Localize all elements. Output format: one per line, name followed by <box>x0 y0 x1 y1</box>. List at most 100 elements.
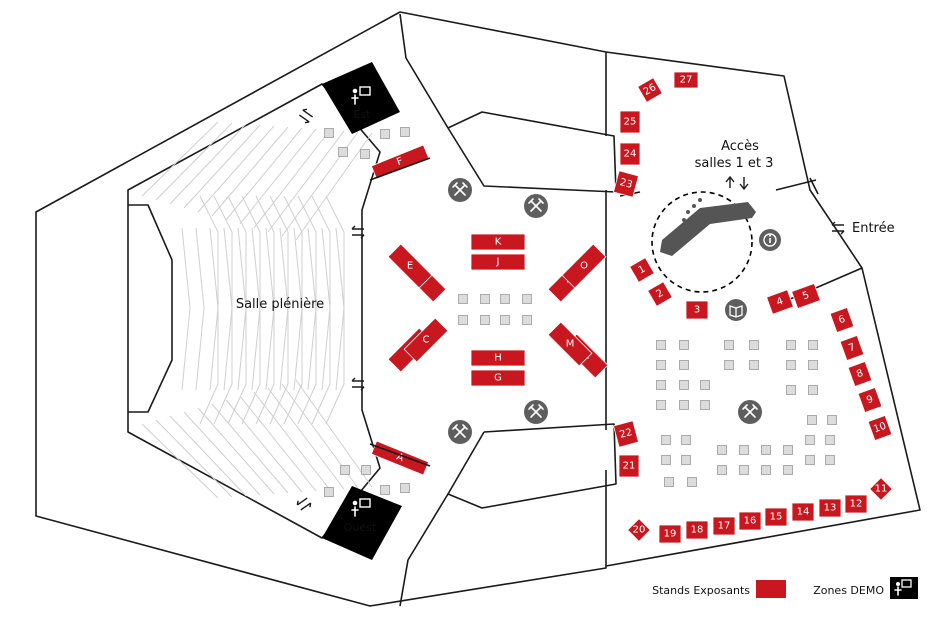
table <box>522 294 532 304</box>
legend: Stands Exposants Zones DEMO <box>652 577 918 599</box>
table <box>749 340 759 350</box>
stand-27[interactable]: 27 <box>673 71 699 89</box>
stand-20[interactable]: 20 <box>627 518 651 542</box>
stand-5[interactable]: 5 <box>791 282 821 310</box>
stand-24[interactable]: 24 <box>619 142 641 166</box>
stand-K[interactable]: K <box>470 233 526 251</box>
table <box>380 129 390 139</box>
stand-G[interactable]: G <box>470 369 526 387</box>
stand-7[interactable]: 7 <box>839 335 865 361</box>
stand-label: 1 <box>636 264 647 277</box>
table <box>522 315 532 325</box>
table <box>361 465 371 475</box>
stand-12[interactable]: 12 <box>844 494 868 514</box>
seat-row <box>169 123 247 497</box>
restaurant-icon[interactable] <box>524 194 548 218</box>
table <box>340 465 350 475</box>
stand-label: G <box>494 373 502 384</box>
seat-row <box>141 121 219 499</box>
table <box>681 455 691 465</box>
table <box>679 360 689 370</box>
restaurant-icon[interactable] <box>448 420 472 444</box>
stand-label: 9 <box>865 394 875 407</box>
demo-zone-est[interactable]: Est <box>322 62 400 134</box>
stand-1[interactable]: 1 <box>629 257 655 283</box>
table <box>749 360 759 370</box>
stand-label: 27 <box>680 75 693 86</box>
table <box>827 415 837 425</box>
restaurant-icon[interactable] <box>524 400 548 424</box>
escalator-zone[interactable] <box>651 191 756 293</box>
table <box>661 455 671 465</box>
demo-est-label: Est <box>354 108 372 121</box>
table <box>679 380 689 390</box>
stand-label: M <box>566 339 575 350</box>
stand-edge <box>369 443 431 467</box>
stand-22[interactable]: 22 <box>613 420 639 448</box>
stand-label: 12 <box>850 499 863 510</box>
stand-O[interactable]: O <box>561 243 607 289</box>
stand-10[interactable]: 10 <box>867 415 893 441</box>
restaurant-icon[interactable] <box>738 400 762 424</box>
presenter-icon <box>351 86 371 105</box>
restaurant-icon[interactable] <box>448 178 472 202</box>
table <box>480 315 490 325</box>
table <box>724 340 734 350</box>
stand-26[interactable]: 26 <box>637 77 663 103</box>
stand-J[interactable]: J <box>470 253 526 271</box>
book-icon[interactable] <box>725 299 747 321</box>
table <box>805 455 815 465</box>
seat-row <box>311 195 331 425</box>
stand-6[interactable]: 6 <box>829 307 855 333</box>
stand-A[interactable]: A <box>370 440 430 476</box>
stand-17[interactable]: 17 <box>712 516 736 536</box>
stand-E[interactable]: E <box>387 243 433 289</box>
stand-H[interactable]: H <box>470 349 526 367</box>
table <box>656 380 666 390</box>
demo-ouest-label: Ouest <box>344 521 377 534</box>
stand-label: 11 <box>875 484 888 495</box>
table <box>825 455 835 465</box>
table <box>786 360 796 370</box>
stand-label: K <box>495 237 502 248</box>
info-icon[interactable] <box>759 229 781 251</box>
stand-21[interactable]: 21 <box>618 454 640 478</box>
stand-M[interactable]: M <box>547 321 593 367</box>
stand-4[interactable]: 4 <box>766 289 794 315</box>
stand-16[interactable]: 16 <box>738 511 762 531</box>
table <box>783 465 793 475</box>
demo-zone-ouest[interactable]: Ouest <box>322 486 402 560</box>
table <box>656 340 666 350</box>
stand-label: 8 <box>855 368 865 381</box>
table <box>808 385 818 395</box>
table <box>717 465 727 475</box>
stand-9[interactable]: 9 <box>857 387 883 413</box>
table <box>500 315 510 325</box>
stand-C[interactable]: C <box>403 317 449 363</box>
stand-8[interactable]: 8 <box>847 361 873 387</box>
presenter-icon <box>894 579 912 596</box>
stand-15[interactable]: 15 <box>764 507 788 527</box>
stand-13[interactable]: 13 <box>818 498 842 518</box>
stand-14[interactable]: 14 <box>791 502 815 522</box>
stand-11[interactable]: 11 <box>869 477 893 501</box>
table <box>783 445 793 455</box>
stand-25[interactable]: 25 <box>619 110 641 134</box>
stand-label: 2 <box>654 288 665 301</box>
table <box>739 445 749 455</box>
legend-stand-swatch <box>756 580 786 598</box>
stand-2[interactable]: 2 <box>647 281 673 307</box>
table <box>480 294 490 304</box>
stand-label: 24 <box>624 149 637 160</box>
table <box>724 360 734 370</box>
table <box>739 465 749 475</box>
table <box>400 483 410 493</box>
table <box>500 294 510 304</box>
plenary-seating <box>141 121 373 499</box>
table <box>458 315 468 325</box>
presenter-icon <box>351 498 371 517</box>
stand-18[interactable]: 18 <box>685 520 709 540</box>
stand-19[interactable]: 19 <box>658 524 682 544</box>
stand-3[interactable]: 3 <box>685 300 709 320</box>
stand-23[interactable]: 23 <box>613 170 639 198</box>
